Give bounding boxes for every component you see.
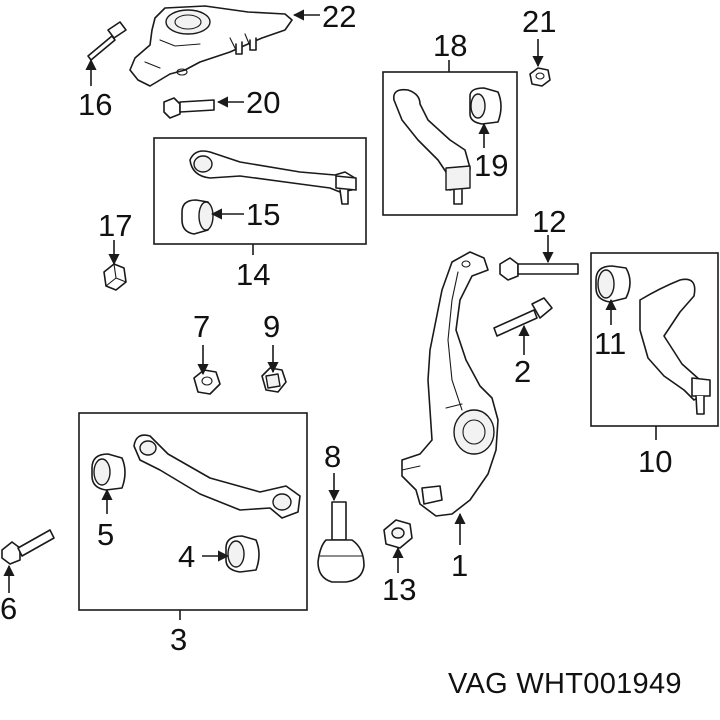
- bolt-12: [499, 257, 579, 281]
- callout-20: 20: [246, 85, 280, 120]
- callout-7: 7: [193, 309, 210, 344]
- callout-9: 9: [263, 309, 280, 344]
- brand-part-code-label: VAG WHT001949: [448, 668, 682, 700]
- bolt-16: [87, 21, 127, 61]
- lower-arm-10: [639, 278, 711, 415]
- nut-13: [383, 519, 413, 549]
- subframe-bracket-22: [129, 5, 293, 87]
- bolt-6: [1, 529, 55, 565]
- nut-17: [103, 263, 127, 291]
- nut-7: [193, 369, 221, 395]
- bushing-4: [225, 535, 260, 573]
- group-frame-18: [382, 71, 518, 216]
- group-frame-3: [78, 412, 308, 611]
- ball-joint-8: [317, 501, 365, 583]
- nut-21: [529, 67, 551, 87]
- bushing-15: [181, 199, 214, 235]
- callout-11: 11: [594, 326, 626, 361]
- callout-13: 13: [382, 572, 416, 607]
- callout-16: 16: [78, 87, 112, 122]
- callout-8: 8: [324, 439, 341, 474]
- callout-21: 21: [522, 4, 556, 39]
- bushing-11: [595, 265, 631, 303]
- bushing-5: [91, 453, 126, 491]
- callout-19: 19: [474, 148, 508, 183]
- bushing-19: [469, 87, 502, 125]
- callout-17: 17: [98, 208, 132, 243]
- callout-5: 5: [97, 517, 114, 552]
- callout-22: 22: [322, 0, 356, 34]
- group-frame-10: [590, 252, 719, 427]
- callout-1: 1: [451, 548, 468, 583]
- callout-10: 10: [638, 444, 672, 479]
- callout-18: 18: [433, 28, 467, 63]
- steering-knuckle-1: [401, 251, 499, 517]
- bolt-2: [493, 297, 553, 337]
- callout-6: 6: [0, 591, 17, 626]
- upper-link-arm-14: [189, 150, 357, 205]
- group-frame-14: [153, 137, 367, 245]
- nut-9: [261, 367, 287, 393]
- callout-12: 12: [532, 204, 566, 239]
- callout-14: 14: [236, 257, 270, 292]
- callout-15: 15: [246, 197, 280, 232]
- bolt-20: [163, 97, 215, 119]
- callout-4: 4: [178, 539, 195, 574]
- callout-2: 2: [514, 354, 531, 389]
- callout-3: 3: [170, 622, 187, 657]
- lower-control-arm-3: [133, 434, 301, 519]
- control-arm-18: [392, 88, 471, 205]
